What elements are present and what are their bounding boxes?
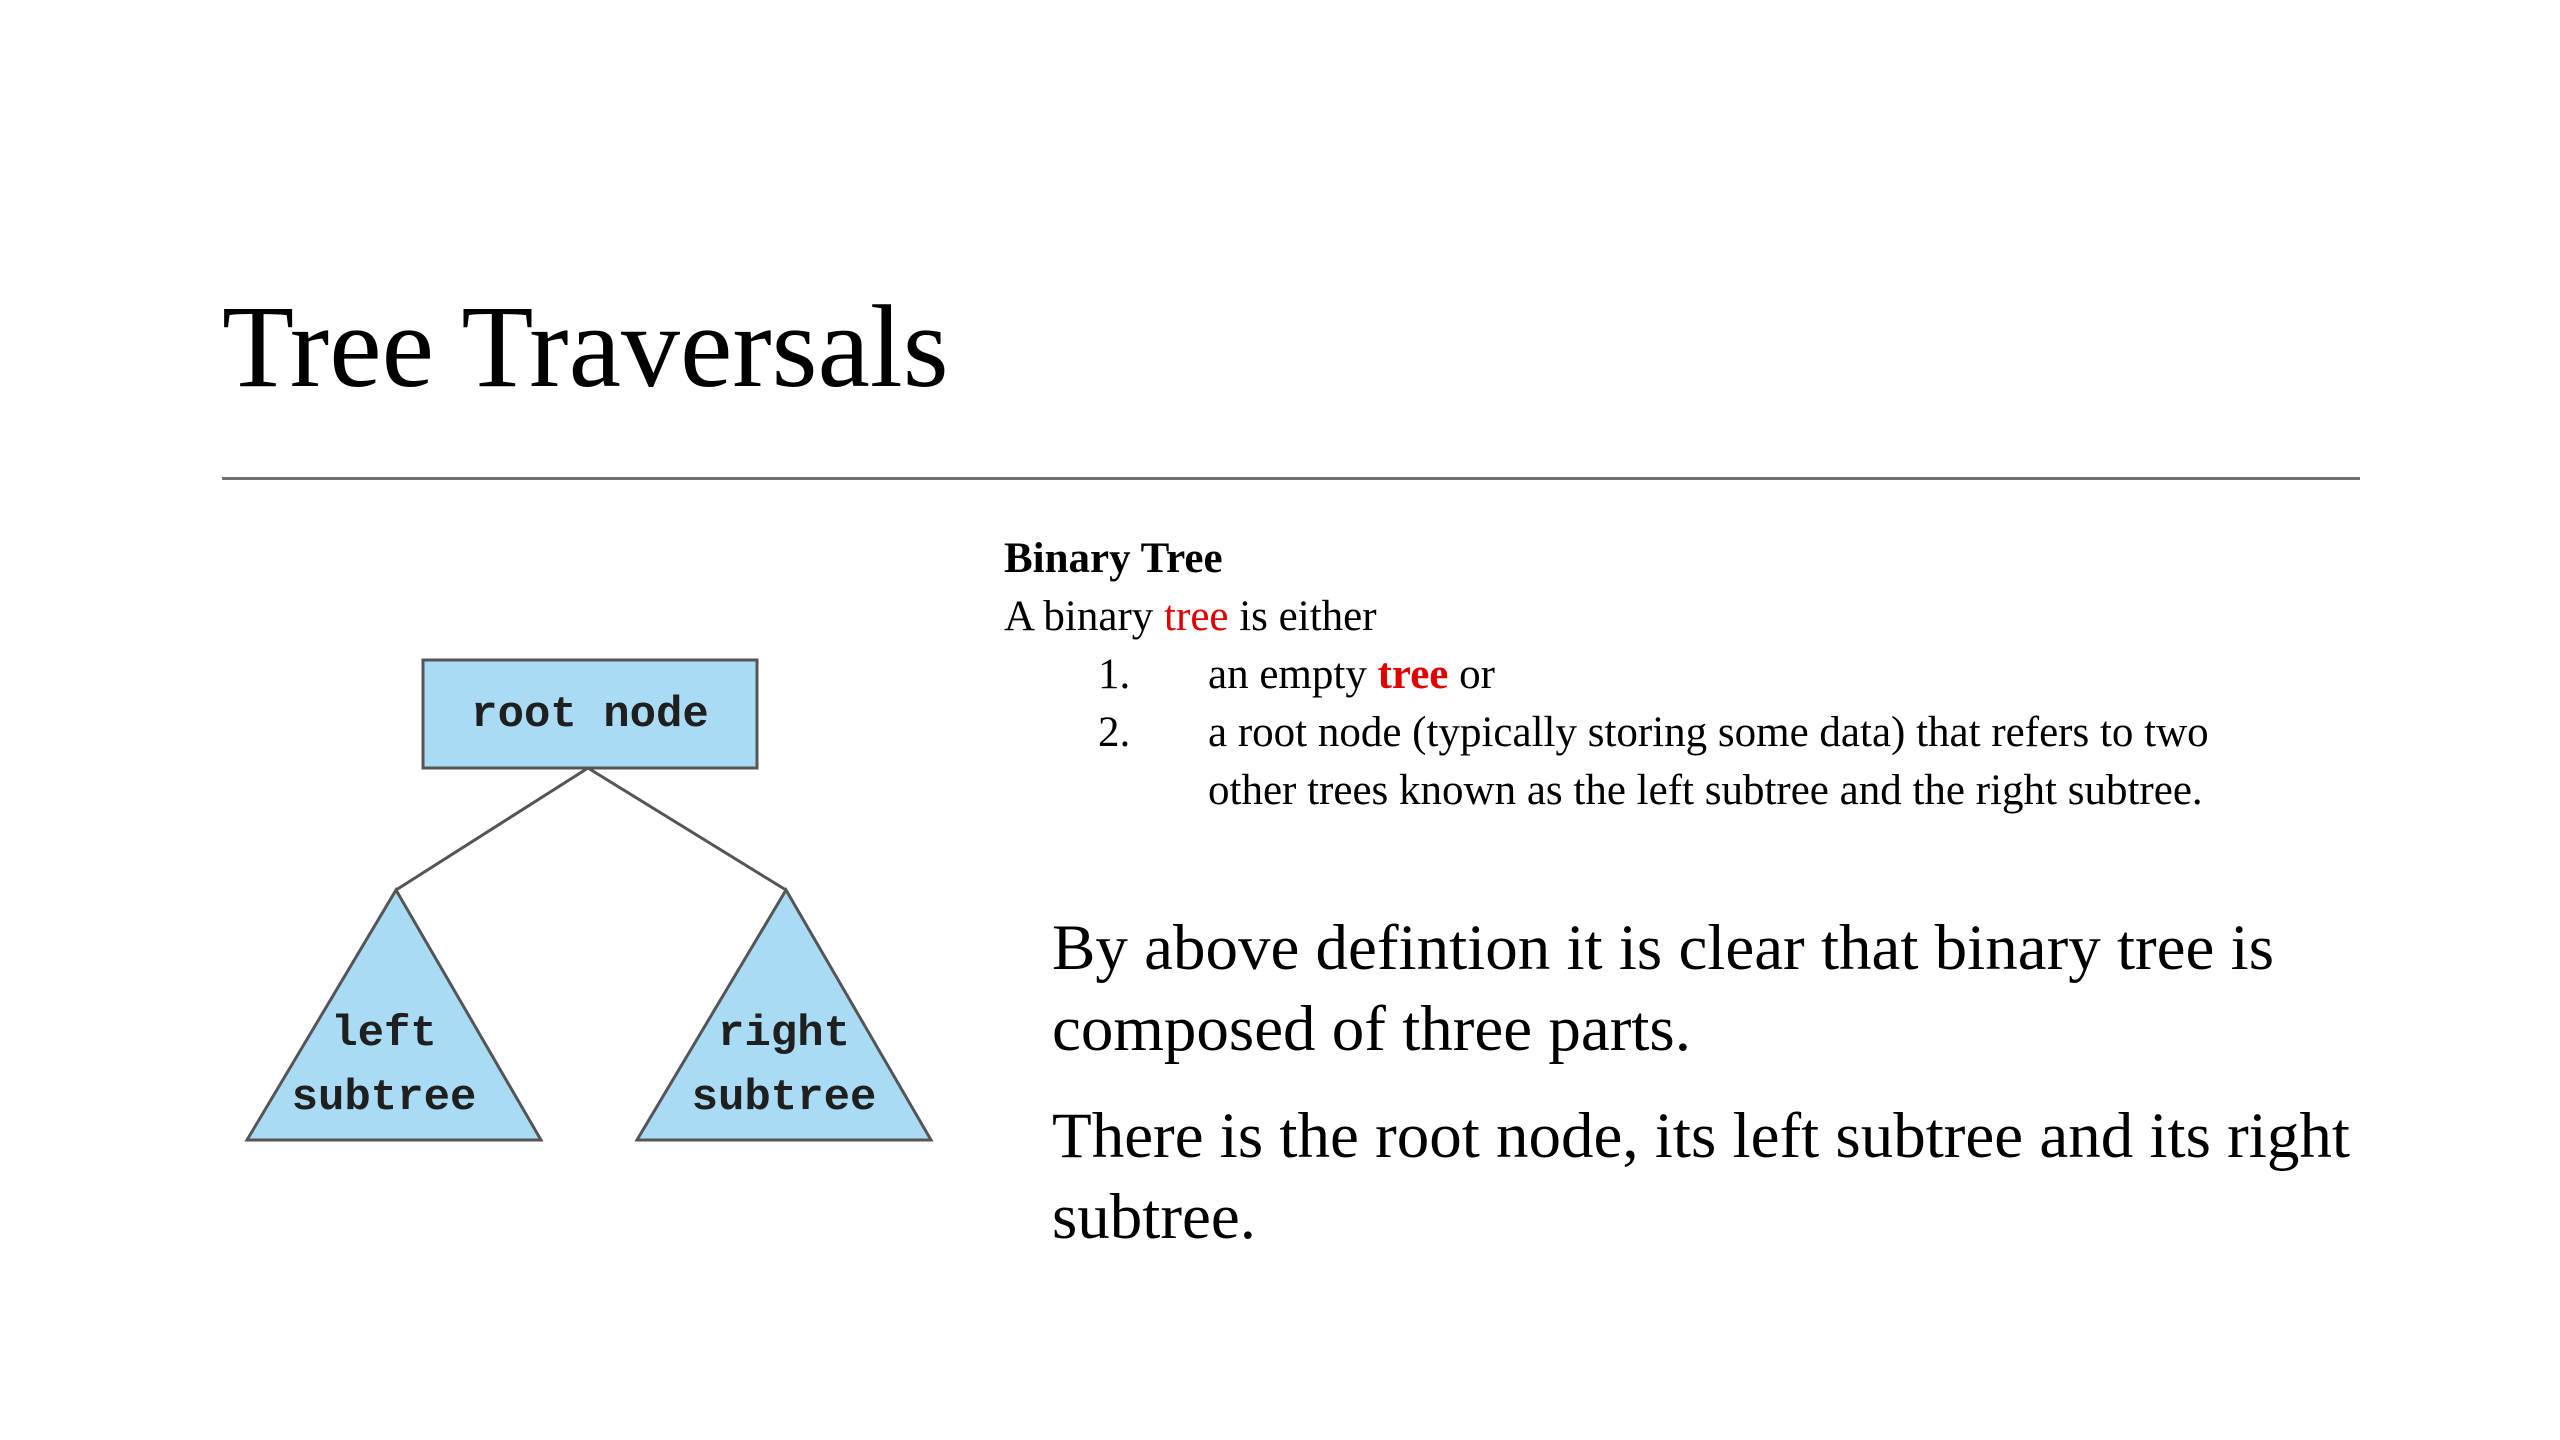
right-subtree-label-line1: right — [718, 1009, 850, 1059]
left-subtree-triangle — [244, 887, 544, 1142]
list-item: 2. a root node (typically storing some d… — [1004, 704, 2304, 820]
right-subtree-triangle — [634, 887, 934, 1142]
left-subtree-label-line2: subtree — [292, 1073, 477, 1123]
definition-intro-before: A binary — [1004, 593, 1165, 640]
definition-intro-highlight: tree — [1164, 593, 1229, 640]
list-item: 1. an empty tree or — [1004, 646, 2304, 704]
edge-root-left — [395, 766, 589, 892]
binary-tree-diagram: root node left subtree right subtree — [230, 648, 950, 1168]
left-subtree-label-line1: left — [331, 1009, 437, 1059]
summary-paragraph-2: There is the root node, its left subtree… — [1052, 1100, 2350, 1253]
definition-intro-after: is either — [1228, 593, 1377, 640]
list-item-highlight: tree — [1377, 651, 1449, 698]
list-item-text: a root node (typically storing some data… — [1208, 709, 2209, 814]
root-node-box — [421, 658, 759, 770]
summary-paragraph-1: By above defintion it is clear that bina… — [1052, 912, 2274, 1065]
edge-root-right — [587, 766, 787, 892]
list-item-number: 1. — [1098, 651, 1131, 698]
list-item-text-after: or — [1448, 651, 1495, 698]
title-divider — [222, 477, 2360, 480]
summary-text: By above defintion it is clear that bina… — [1052, 908, 2352, 1258]
right-subtree-label-line2: subtree — [692, 1073, 877, 1123]
root-node-label: root node — [471, 690, 709, 740]
list-item-text-before: an empty — [1208, 651, 1378, 698]
definition-heading: Binary Tree — [1004, 535, 1223, 582]
list-item-number: 2. — [1098, 709, 1131, 756]
definition-intro: A binary tree is either — [1004, 588, 2304, 646]
slide-title: Tree Traversals — [222, 281, 949, 412]
definition-list: 1. an empty tree or 2. a root node (typi… — [1004, 646, 2304, 820]
binary-tree-definition: Binary Tree A binary tree is either 1. a… — [1004, 530, 2304, 820]
